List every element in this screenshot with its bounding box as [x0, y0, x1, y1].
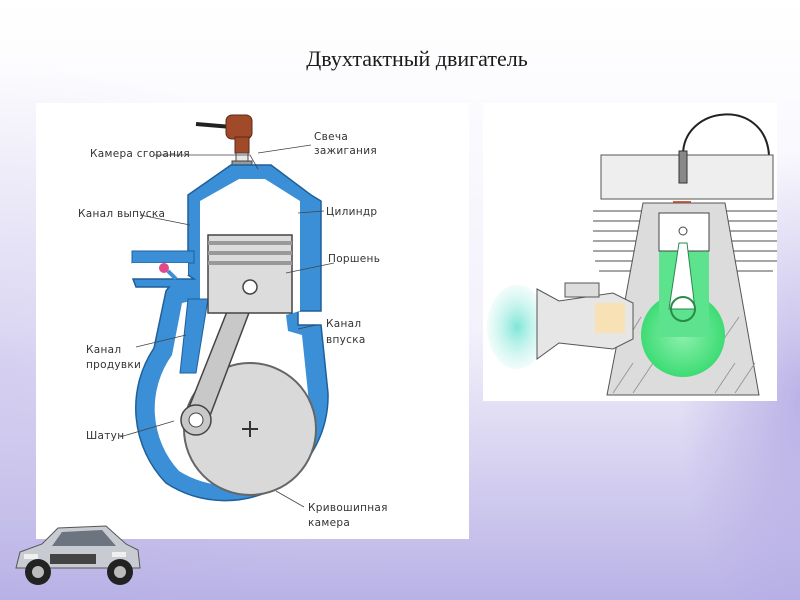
label-crankcase: Кривошипная — [308, 502, 388, 514]
label-exhaust-port: Канал выпуска — [78, 208, 165, 220]
engine-labelled-diagram: Камера сгорания Свеча зажигания Канал вы… — [36, 103, 469, 539]
slide-title: Двухтактный двигатель — [306, 46, 528, 71]
label-spark-plug-2: зажигания — [314, 145, 377, 157]
exhaust-puff — [159, 263, 169, 273]
car-icon — [15, 525, 141, 585]
ignition-wire — [682, 113, 770, 156]
label-transfer-port: Канал — [86, 344, 121, 356]
label-piston: Поршень — [328, 253, 380, 265]
label-connecting-rod: Шатун — [86, 430, 124, 442]
spark-plug-cap — [225, 114, 253, 140]
label-cylinder: Цилиндр — [326, 206, 377, 218]
engine-illustration — [483, 103, 779, 401]
label-crankcase-2: камера — [308, 517, 350, 529]
transfer-passage — [179, 298, 209, 374]
label-spark-plug: Свеча — [314, 131, 348, 143]
intake-mist — [487, 285, 547, 369]
label-combustion-chamber: Камера сгорания — [90, 148, 190, 160]
label-intake-port: Канал — [326, 318, 361, 330]
label-transfer-port-2: продувки — [86, 359, 141, 371]
piston — [207, 234, 293, 314]
exhaust-duct — [131, 250, 195, 264]
label-intake-port-2: впуска — [326, 334, 366, 346]
